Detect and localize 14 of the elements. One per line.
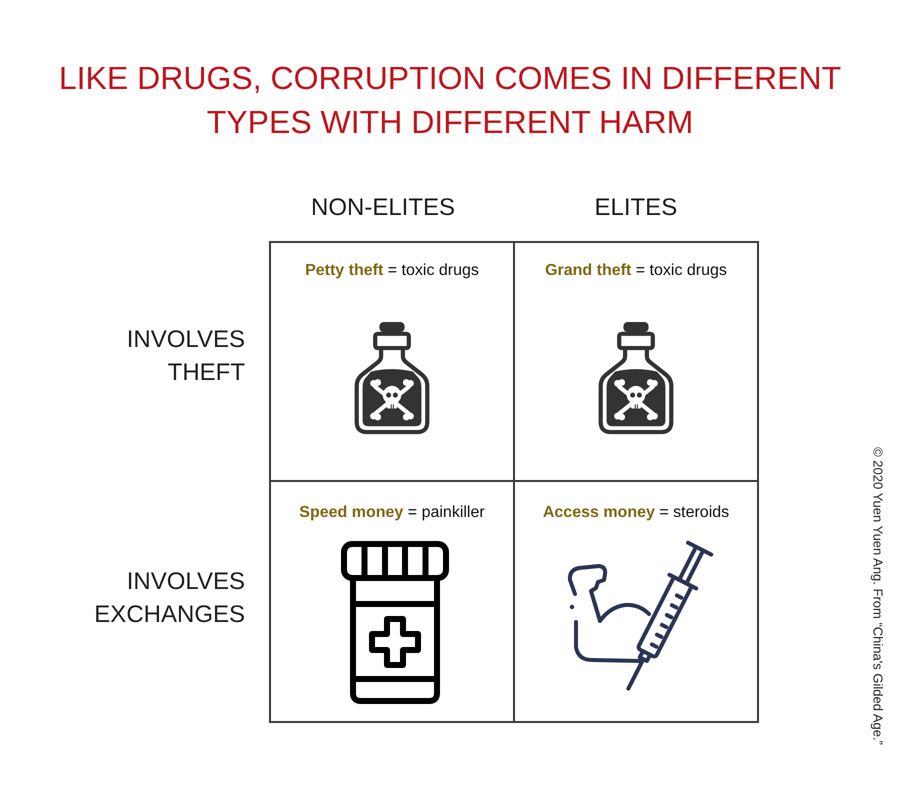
cell-text: Speed money = painkiller (299, 504, 485, 522)
cell-text: Access money = steroids (542, 504, 730, 522)
matrix-cell (513, 480, 759, 723)
cell-text: Petty theft = toxic drugs (305, 262, 479, 280)
column-header: NON-ELITES (311, 193, 456, 223)
matrix-cell (513, 241, 759, 482)
matrix-cell (269, 241, 515, 482)
matrix-cell (269, 480, 515, 723)
cell-text: Grand theft = toxic drugs (545, 262, 727, 280)
column-header: ELITES (594, 193, 678, 223)
row-header: INVOLVES EXCHANGES (93, 567, 245, 630)
copyright-note: © 2020 Yuen Yuen Ang. From “China's Gilded Age.” (870, 447, 886, 745)
row-header: INVOLVES THEFT (126, 325, 245, 388)
title: LIKE DRUGS, CORRUPTION COMES IN DIFFERENT TYPES WITH DIFFERENT HARM (58, 60, 842, 140)
